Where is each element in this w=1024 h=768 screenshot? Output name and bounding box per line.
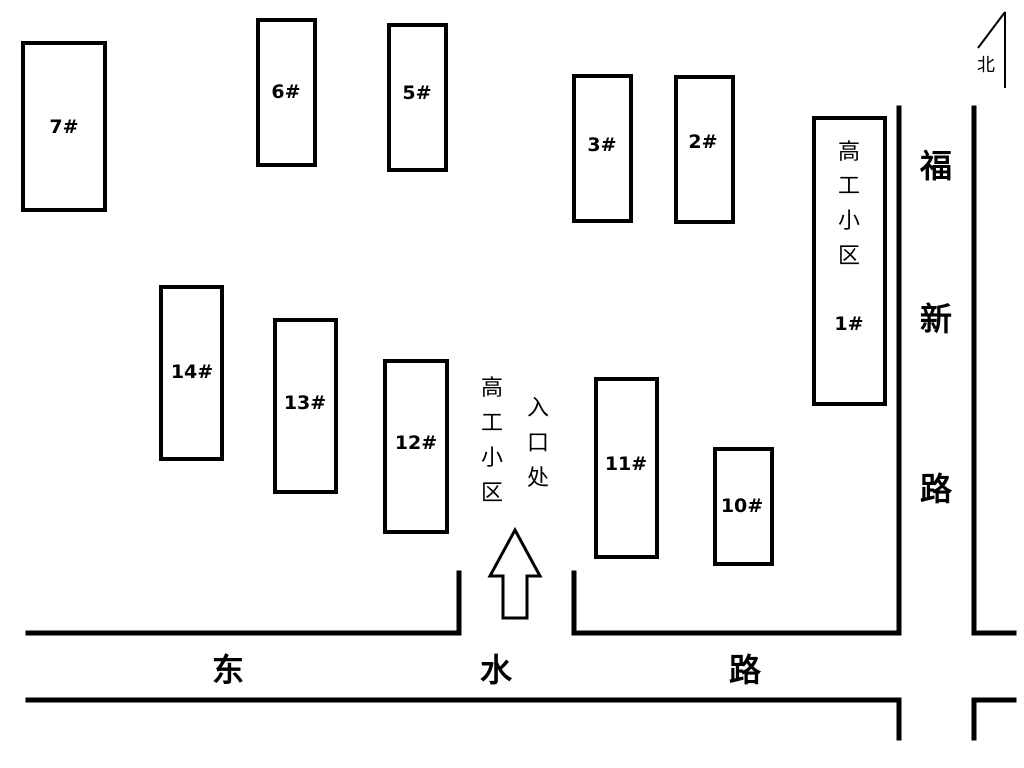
building-6-label: 6# bbox=[271, 81, 300, 103]
building-3-label: 3# bbox=[587, 134, 616, 156]
building-14-label: 14# bbox=[171, 361, 213, 383]
entrance-community-name: 高 工 小 区 bbox=[481, 376, 503, 506]
entrance-char-1: 入 bbox=[527, 396, 549, 421]
entrance-label: 入 口 处 bbox=[527, 396, 549, 491]
building-13[interactable]: 13# bbox=[273, 318, 338, 494]
south-road-char-1: 东 bbox=[212, 651, 244, 689]
building-10[interactable]: 10# bbox=[713, 447, 774, 566]
entrance-char-2: 口 bbox=[527, 431, 549, 456]
east-road-char-1: 福 bbox=[919, 147, 952, 185]
east-road-name: 福 新 路 bbox=[919, 147, 953, 508]
building-1-name-char-3: 小 bbox=[838, 209, 860, 234]
entrance-community-char-3: 小 bbox=[481, 446, 503, 471]
building-13-label: 13# bbox=[284, 392, 326, 414]
road-lines bbox=[25, 105, 1017, 741]
entrance-arrow-icon bbox=[487, 526, 543, 620]
building-1-name-char-1: 高 bbox=[838, 140, 860, 165]
south-road-name: 东 水 路 bbox=[212, 651, 762, 689]
building-2-label: 2# bbox=[688, 131, 717, 153]
building-1-label: 1# bbox=[834, 313, 863, 335]
north-arrow-icon: 北 bbox=[977, 11, 1006, 88]
entrance-community-char-2: 工 bbox=[481, 411, 503, 436]
entrance-char-3: 处 bbox=[527, 466, 549, 491]
building-1-name-char-2: 工 bbox=[838, 174, 860, 199]
building-1-name-char-4: 区 bbox=[838, 244, 860, 269]
east-road-char-2: 新 bbox=[920, 300, 952, 338]
building-3[interactable]: 3# bbox=[572, 74, 633, 223]
building-11[interactable]: 11# bbox=[594, 377, 659, 559]
building-10-label: 10# bbox=[721, 495, 763, 517]
entrance-community-char-1: 高 bbox=[481, 376, 503, 401]
building-11-label: 11# bbox=[605, 453, 647, 475]
building-12-label: 12# bbox=[395, 432, 437, 454]
building-5[interactable]: 5# bbox=[387, 23, 448, 172]
east-road-char-3: 路 bbox=[920, 470, 953, 508]
building-12[interactable]: 12# bbox=[383, 359, 449, 534]
building-7[interactable]: 7# bbox=[21, 41, 107, 212]
entrance-community-char-4: 区 bbox=[481, 481, 503, 506]
building-14[interactable]: 14# bbox=[159, 285, 224, 461]
building-1[interactable]: 高 工 小 区 1# bbox=[812, 116, 887, 406]
building-6[interactable]: 6# bbox=[256, 18, 317, 167]
building-2[interactable]: 2# bbox=[674, 75, 735, 224]
north-label: 北 bbox=[977, 55, 995, 76]
building-7-label: 7# bbox=[49, 116, 78, 138]
south-road-char-3: 路 bbox=[729, 651, 762, 689]
building-5-label: 5# bbox=[402, 82, 431, 104]
south-road-char-2: 水 bbox=[480, 651, 513, 689]
